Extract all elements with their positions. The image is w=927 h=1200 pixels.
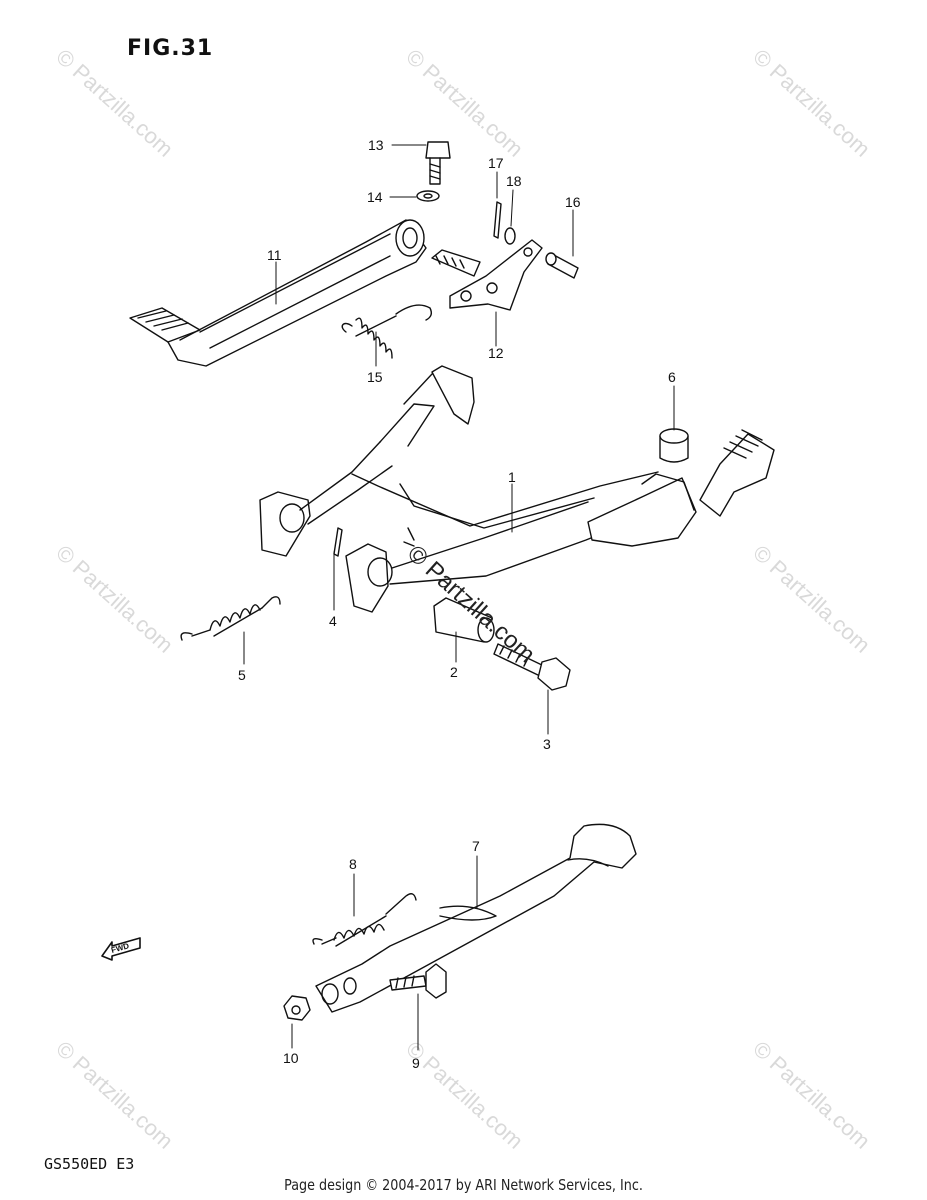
part-7-side-stand[interactable] <box>315 823 637 1013</box>
callouts: 13 14 17 18 16 11 12 15 6 1 4 5 2 3 8 7 … <box>238 137 676 1071</box>
part-1-center-stand[interactable] <box>259 365 775 613</box>
callout-15: 15 <box>367 369 383 385</box>
part-13-bolt[interactable] <box>425 141 451 185</box>
part-2-spacer[interactable] <box>433 597 495 643</box>
part-11-brake-pedal[interactable] <box>129 219 427 367</box>
part-9-bolt[interactable] <box>389 963 447 999</box>
callout-2: 2 <box>450 664 458 680</box>
part-12-lever[interactable] <box>431 239 543 311</box>
part-17-cotter-pin[interactable] <box>493 201 502 239</box>
callout-12: 12 <box>488 345 504 361</box>
figure-title: FIG.31 <box>127 36 214 61</box>
callout-17: 17 <box>488 155 504 171</box>
part-15-spring[interactable] <box>341 304 433 359</box>
part-10-nut[interactable] <box>283 995 311 1021</box>
callout-18: 18 <box>506 173 522 189</box>
callout-1: 1 <box>508 469 516 485</box>
callout-11: 11 <box>267 247 282 263</box>
part-3-bolt[interactable] <box>493 643 571 691</box>
callout-10: 10 <box>283 1050 299 1066</box>
model-code: GS550ED E3 <box>44 1155 135 1173</box>
callout-7: 7 <box>472 838 480 854</box>
part-4-cotter-pin[interactable] <box>333 527 343 557</box>
part-8-spring[interactable] <box>312 893 417 947</box>
callout-6: 6 <box>668 369 676 385</box>
part-5-spring[interactable] <box>180 596 281 641</box>
callout-5: 5 <box>238 667 246 683</box>
callout-9: 9 <box>412 1055 420 1071</box>
callout-16: 16 <box>565 194 581 210</box>
part-16-pin[interactable] <box>545 252 579 279</box>
part-14-washer[interactable] <box>416 190 440 202</box>
part-6-stopper[interactable] <box>659 428 689 463</box>
page-footer: Page design © 2004-2017 by ARI Network S… <box>284 1176 643 1194</box>
callout-3: 3 <box>543 736 551 752</box>
callout-4: 4 <box>329 613 337 629</box>
callout-14: 14 <box>367 189 383 205</box>
callout-8: 8 <box>349 856 357 872</box>
part-18-washer[interactable] <box>504 227 516 245</box>
fwd-arrow-icon: FWD <box>101 937 141 961</box>
callout-13: 13 <box>368 137 384 153</box>
